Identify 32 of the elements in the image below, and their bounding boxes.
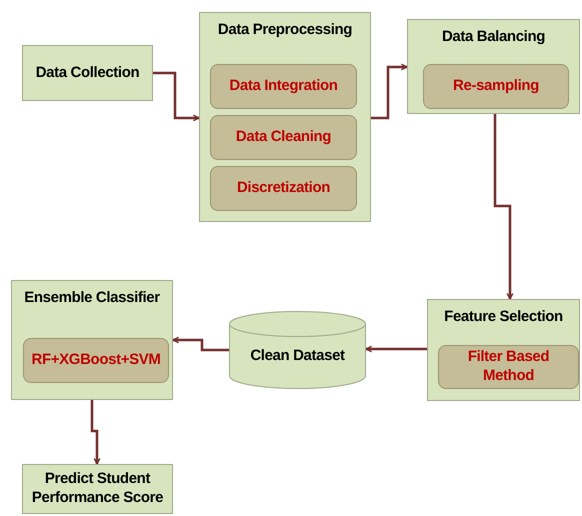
stage-panel <box>11 280 173 400</box>
node-label: Discretization <box>236 179 330 198</box>
stage-panel <box>199 12 371 222</box>
arrow <box>371 64 408 120</box>
node-label: Data Integration <box>229 77 338 96</box>
step-box <box>210 64 357 109</box>
step-box <box>438 345 579 389</box>
stage-panel <box>407 19 580 114</box>
node-label: Predict Student Performance Score <box>30 470 164 508</box>
database-cylinder <box>229 311 366 389</box>
arrow <box>365 346 427 352</box>
step-box <box>210 166 357 211</box>
step-box <box>423 64 569 109</box>
node-label: Filter Based Method <box>466 348 550 386</box>
step-box <box>210 115 357 160</box>
node-label: RF+XGBoost+SVM <box>32 351 160 370</box>
stage-panel <box>427 299 580 401</box>
node-label: Clean Dataset <box>250 346 345 366</box>
panel-title: Feature Selection <box>444 308 563 327</box>
panel-title: Data Balancing <box>442 28 546 47</box>
node-label: Data Cleaning <box>236 128 332 147</box>
panel-title: Ensemble Classifier <box>24 289 160 308</box>
step-box <box>23 338 169 383</box>
arrow <box>153 72 200 122</box>
arrow <box>172 336 229 352</box>
process-box <box>22 464 173 514</box>
process-box <box>22 45 153 101</box>
node-label: Re-sampling <box>453 77 539 96</box>
panel-title: Data Preprocessing <box>218 21 352 40</box>
arrow <box>90 400 100 465</box>
arrow <box>494 114 514 300</box>
node-label: Data Collection <box>36 64 140 82</box>
